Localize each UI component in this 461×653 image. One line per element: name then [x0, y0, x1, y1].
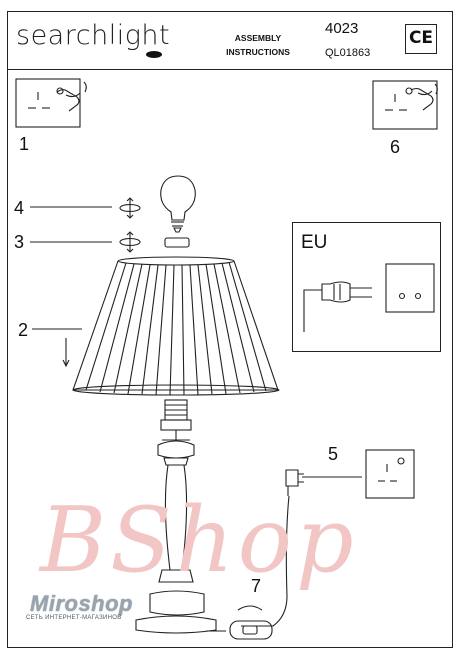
watermark-bshop: BShop [40, 488, 358, 593]
uk-plug-icon [285, 469, 304, 496]
document-type-line2: INSTRUCTIONS [226, 47, 290, 57]
socket-switch-icon [15, 78, 81, 128]
hand-pointer-icon [410, 83, 438, 111]
brand-logo: searchlight [16, 20, 171, 51]
step-number-5: 5 [328, 444, 339, 464]
eu-socket-icon [385, 263, 435, 313]
eu-plug-icon [303, 281, 372, 332]
step-number-7: 7 [251, 576, 262, 596]
inline-switch-icon [229, 605, 273, 640]
model-number: 4023 [325, 20, 359, 37]
light-bulb-icon [160, 175, 196, 233]
header-divider [7, 69, 453, 70]
eu-label: EU [301, 232, 328, 253]
document-frame [7, 11, 453, 648]
brand-logo-dot [146, 51, 162, 58]
step-number-1: 1 [19, 134, 30, 154]
watermark-miroshop: Miroshop [30, 591, 133, 616]
socket-switch-icon [372, 80, 438, 130]
step-number-6: 6 [390, 137, 401, 157]
hand-pointer-icon [56, 81, 87, 112]
lamp-base [135, 399, 217, 634]
document-type: ASSEMBLY INSTRUCTIONS [218, 31, 298, 59]
step-number-2: 2 [18, 320, 29, 340]
socket-switch-icon [365, 449, 415, 499]
document-type-line1: ASSEMBLY [234, 33, 282, 43]
ce-mark: CE [405, 24, 437, 54]
step-number-4: 4 [14, 198, 25, 218]
lamp-shade [72, 256, 280, 396]
shade-ring-icon [119, 197, 141, 253]
product-code: QL01863 [325, 47, 371, 59]
step-number-3: 3 [14, 232, 25, 252]
eu-plug-panel [292, 222, 441, 352]
watermark-miroshop-subtitle: СЕТЬ ИНТЕРНЕТ-МАГАЗИНОВ [26, 615, 122, 621]
